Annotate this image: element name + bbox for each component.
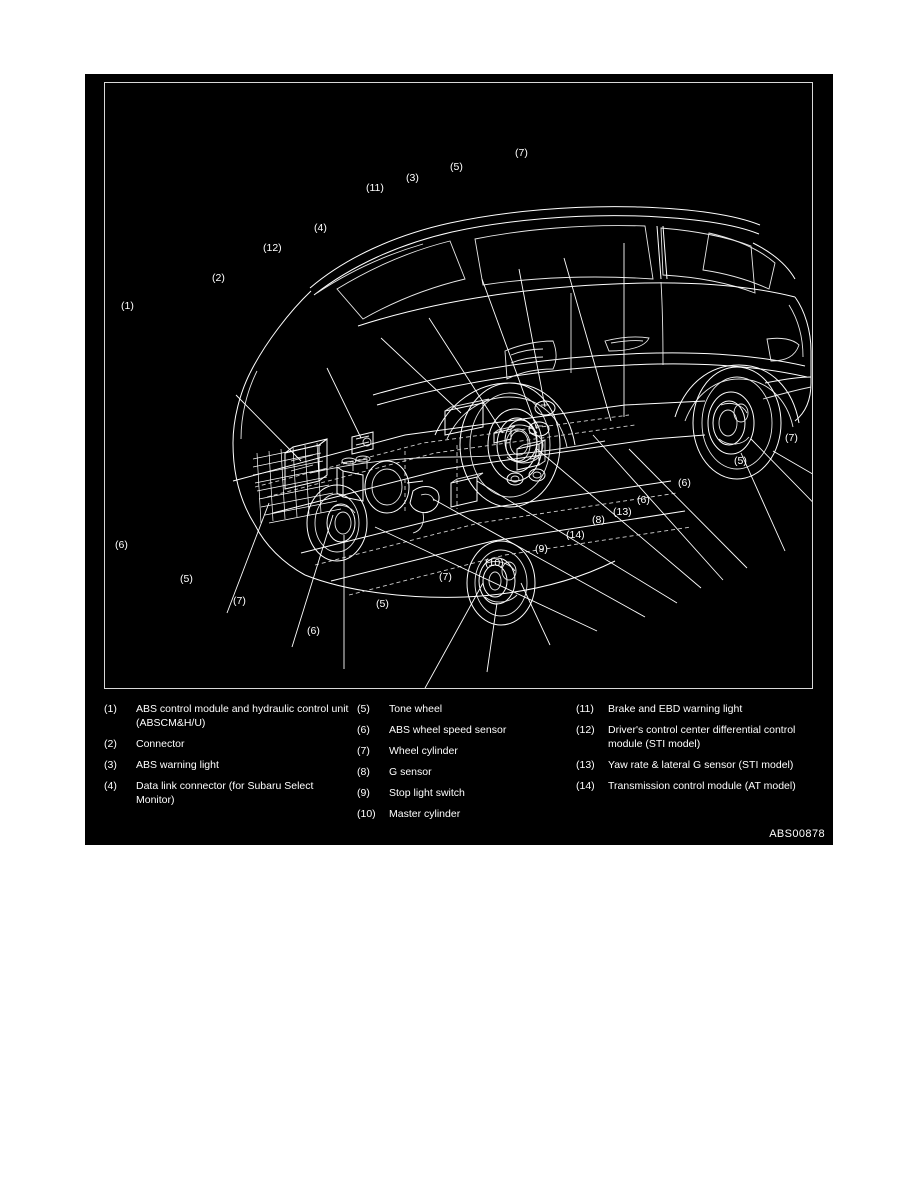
legend-item-text: Yaw rate & lateral G sensor (STI model) <box>608 759 794 771</box>
legend-item: (2) Connector <box>104 737 354 751</box>
legend-column-1: (1) ABS control module and hydraulic cont… <box>104 702 354 814</box>
legend-item-text: Driver's control center differential con… <box>608 724 796 750</box>
legend-column-3: (11) Brake and EBD warning light (12) Drive… <box>576 702 814 800</box>
illustration-frame: (1) (2) (12) (4) (11) (3) (5) (7) (7) (5) (6) (6) (1… <box>104 82 813 689</box>
legend-item-number: (4) <box>104 780 117 792</box>
legend-item-number: (1) <box>104 703 117 715</box>
callout-label: (14) <box>566 529 585 541</box>
callout-label: (6) <box>637 494 650 506</box>
callout-label: (5) <box>450 161 463 173</box>
callout-label: (10) <box>485 557 504 569</box>
legend-item: (12) Driver's control center differential… <box>576 723 814 751</box>
callout-label: (5) <box>180 573 193 585</box>
legend-item-text: Data link connector (for Subaru Select M… <box>136 780 314 806</box>
leader-lines <box>226 243 812 688</box>
figure-code-label: ABS00878 <box>769 828 825 840</box>
callout-label: (7) <box>785 432 798 444</box>
left-rear-wheel <box>466 540 536 626</box>
connector <box>351 431 374 455</box>
callout-label: (6) <box>307 625 320 637</box>
legend-item-number: (10) <box>357 808 376 820</box>
legend-item: (10) Master cylinder <box>357 807 557 821</box>
callout-label: (7) <box>515 147 528 159</box>
legend-item-text: Master cylinder <box>389 808 461 820</box>
legend-item: (4) Data link connector (for Subaru Selec… <box>104 779 354 807</box>
chassis-ghost <box>232 400 706 596</box>
callout-label: (12) <box>263 242 282 254</box>
callout-label: (9) <box>535 543 548 555</box>
data-link-connector <box>493 425 516 444</box>
callout-label: (8) <box>592 514 605 526</box>
legend-item: (5) Tone wheel <box>357 702 557 716</box>
vehicle-line-drawing <box>226 206 812 688</box>
legend-item: (8) G sensor <box>357 765 557 779</box>
legend-item-text: Transmission control module (AT model) <box>608 780 796 792</box>
callout-label: (11) <box>366 182 384 194</box>
legend-item-number: (8) <box>357 766 370 778</box>
front-wheel <box>459 382 561 508</box>
callout-label: (5) <box>734 455 747 467</box>
legend-item-number: (7) <box>357 745 370 757</box>
legend-item-text: Brake and EBD warning light <box>608 703 743 715</box>
legend-item: (9) Stop light switch <box>357 786 557 800</box>
legend-item: (14) Transmission control module (AT mode… <box>576 779 814 793</box>
legend-item-text: G sensor <box>389 766 432 778</box>
legend-item-number: (11) <box>576 703 594 715</box>
abs-control-module <box>284 438 328 490</box>
legend-item-text: Connector <box>136 738 185 750</box>
legend-item-text: ABS control module and hydraulic control… <box>136 703 349 729</box>
legend-item-text: ABS warning light <box>136 759 219 771</box>
legend-item-number: (9) <box>357 787 370 799</box>
legend-item-text: Wheel cylinder <box>389 745 458 757</box>
legend-item-number: (5) <box>357 703 370 715</box>
legend-item-text: Tone wheel <box>389 703 443 715</box>
legend-item-number: (6) <box>357 724 370 736</box>
legend-column-2: (5) Tone wheel (6) ABS wheel speed sensor (7… <box>357 702 557 828</box>
legend-item: (11) Brake and EBD warning light <box>576 702 814 716</box>
legend-item-number: (12) <box>576 724 595 736</box>
car-body-outline <box>232 206 812 598</box>
figure-plate: (1)(2)(12)(4)(11)(3)(5)(7)(7)(5)(6)(6)(1… <box>85 74 833 845</box>
callout-label: (3) <box>406 172 419 184</box>
callout-label: (7) <box>439 571 452 583</box>
legend-item-number: (3) <box>104 759 117 771</box>
legend: (1) ABS control module and hydraulic cont… <box>104 702 816 832</box>
g-sensor <box>516 439 546 471</box>
stop-light-switch <box>409 486 440 534</box>
legend-item: (1) ABS control module and hydraulic cont… <box>104 702 354 730</box>
legend-item-number: (2) <box>104 738 117 750</box>
callout-label: (2) <box>212 272 225 284</box>
rear-wheel <box>692 366 782 480</box>
legend-item-number: (14) <box>576 780 595 792</box>
legend-item: (6) ABS wheel speed sensor <box>357 723 557 737</box>
dccd-module <box>444 398 490 436</box>
callout-label: (6) <box>115 539 128 551</box>
callout-label: (1) <box>121 300 134 312</box>
master-cylinder <box>336 455 424 514</box>
callout-label: (5) <box>376 598 389 610</box>
legend-item-number: (13) <box>576 759 595 771</box>
legend-item: (3) ABS warning light <box>104 758 354 772</box>
callout-label: (13) <box>613 506 632 518</box>
legend-item: (13) Yaw rate & lateral G sensor (STI mod… <box>576 758 814 772</box>
instrument-cluster <box>504 340 557 380</box>
legend-item-text: ABS wheel speed sensor <box>389 724 507 736</box>
legend-item-text: Stop light switch <box>389 787 465 799</box>
callout-label: (4) <box>314 222 327 234</box>
callout-label: (7) <box>233 595 246 607</box>
callout-label: (6) <box>678 477 691 489</box>
legend-item: (7) Wheel cylinder <box>357 744 557 758</box>
transmission-control-module <box>450 472 484 508</box>
